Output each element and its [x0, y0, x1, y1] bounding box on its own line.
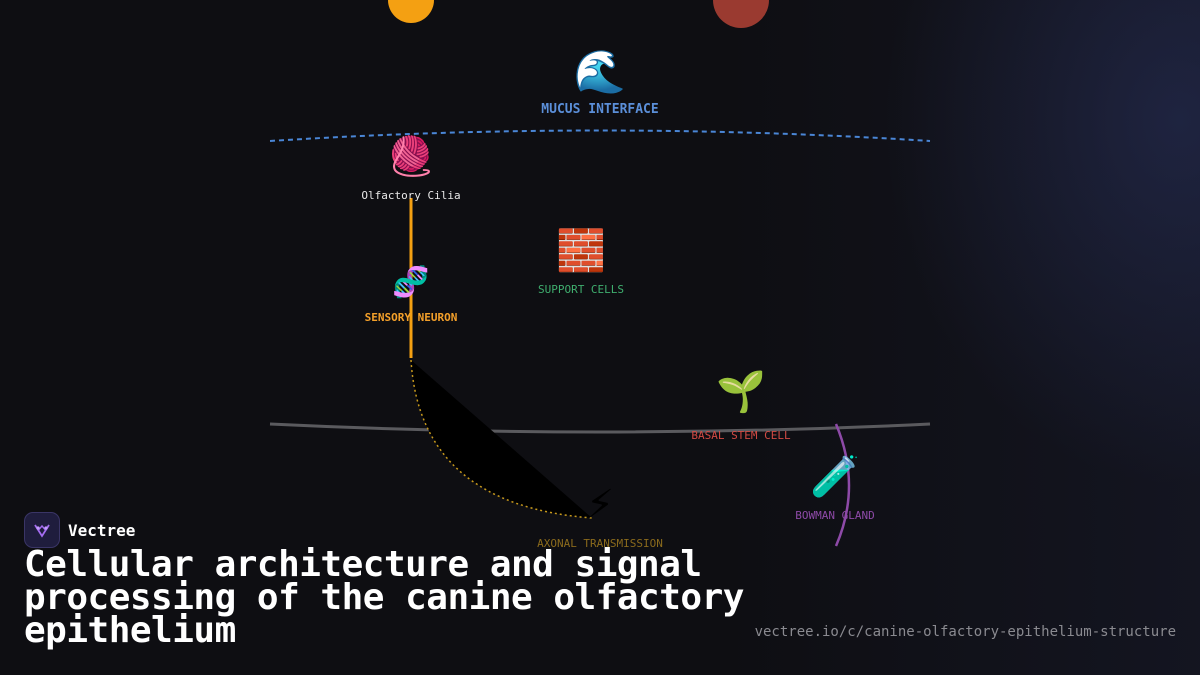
dna-icon: 🧬: [392, 265, 430, 300]
rust-node-circle: [713, 0, 769, 28]
olfactory-cilia-label: Olfactory Cilia: [361, 189, 461, 202]
mucus-interface-label: MUCUS INTERFACE: [541, 102, 659, 117]
brick-icon: 🧱: [556, 228, 606, 274]
brand-name: Vectree: [68, 520, 136, 540]
page-url[interactable]: vectree.io/c/canine-olfactory-epithelium…: [754, 624, 1176, 640]
bowman-gland-label: BOWMAN GLAND: [795, 509, 875, 522]
mucus-interface-line: [269, 129, 931, 142]
test-tube-icon: 🧪: [810, 454, 860, 500]
vectree-logo-icon: [24, 512, 60, 548]
yarn-icon: 🧶: [387, 134, 435, 178]
axonal-transmission-label: AXONAL TRANSMISSION: [537, 537, 663, 550]
axon-shadow-shape: [411, 360, 592, 518]
bowman-gland-duct-line: [834, 423, 851, 547]
support-cells-label: SUPPORT CELLS: [537, 283, 625, 296]
basal-stem-cell-label: BASAL STEM CELL: [691, 429, 791, 442]
seedling-icon: 🌱: [716, 369, 766, 415]
lightning-icon: ⚡: [585, 482, 615, 528]
brand: Vectree: [24, 512, 135, 548]
basement-membrane-line: [269, 422, 931, 434]
sensory-neuron-label: SENSORY NEURON: [364, 311, 458, 324]
page-title: Cellular architecture and signal process…: [24, 544, 744, 651]
orange-node-circle: [388, 0, 434, 23]
wave-icon: 🌊: [573, 47, 627, 96]
axon-path-line: [410, 359, 593, 519]
